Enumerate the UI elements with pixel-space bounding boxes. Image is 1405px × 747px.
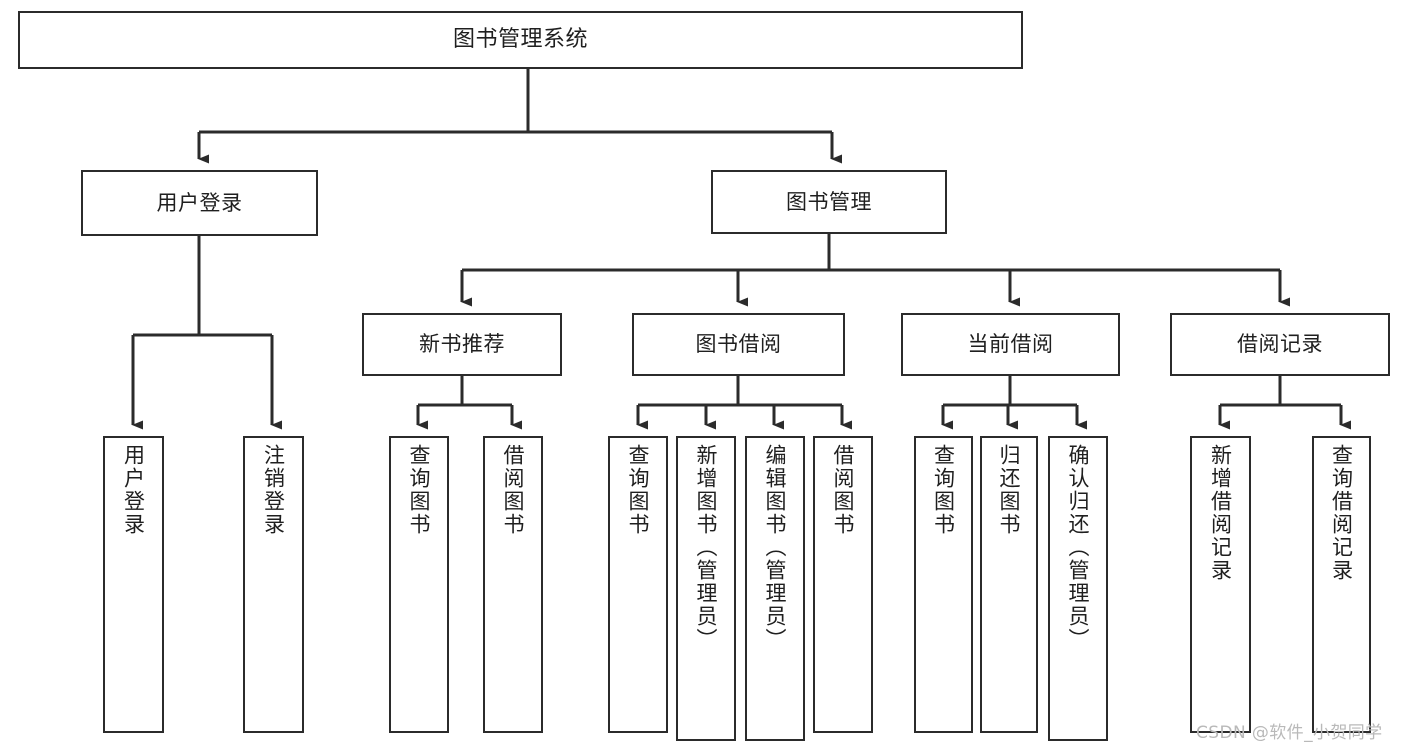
node-leaf-confirm-return-label: 确认归还（管理员） [1066, 444, 1091, 651]
node-leaf-query-book-1[interactable]: 查询图书 [389, 436, 449, 733]
node-leaf-query-book-3[interactable]: 查询图书 [914, 436, 973, 733]
node-leaf-query-book-2-label: 查询图书 [626, 444, 651, 536]
node-leaf-edit-book-label: 编辑图书（管理员） [763, 444, 788, 651]
node-book-manage-label: 图书管理 [786, 189, 872, 214]
node-leaf-add-record-label: 新增借阅记录 [1208, 444, 1233, 582]
node-leaf-query-record-label: 查询借阅记录 [1329, 444, 1354, 582]
node-leaf-return-book-label: 归还图书 [997, 444, 1022, 536]
node-root[interactable]: 图书管理系统 [18, 11, 1023, 69]
node-leaf-user-login-label: 用户登录 [121, 444, 146, 536]
node-leaf-user-logout[interactable]: 注销登录 [243, 436, 304, 733]
node-leaf-add-record[interactable]: 新增借阅记录 [1190, 436, 1251, 733]
node-new-book-recommend[interactable]: 新书推荐 [362, 313, 562, 376]
node-leaf-add-book-label: 新增图书（管理员） [694, 444, 719, 651]
node-current-borrow-label: 当前借阅 [967, 332, 1054, 357]
node-borrow-record[interactable]: 借阅记录 [1170, 313, 1390, 376]
node-leaf-query-book-2[interactable]: 查询图书 [608, 436, 668, 733]
node-user-login-label: 用户登录 [156, 190, 243, 215]
node-leaf-add-book[interactable]: 新增图书（管理员） [676, 436, 736, 741]
node-leaf-user-login[interactable]: 用户登录 [103, 436, 164, 733]
node-leaf-borrow-book-1[interactable]: 借阅图书 [483, 436, 543, 733]
node-book-borrow-label: 图书借阅 [695, 332, 782, 357]
node-book-borrow[interactable]: 图书借阅 [632, 313, 845, 376]
node-leaf-edit-book[interactable]: 编辑图书（管理员） [745, 436, 805, 741]
csdn-watermark: CSDN @软件_小贺同学 [1196, 723, 1383, 743]
node-new-book-recommend-label: 新书推荐 [419, 332, 505, 357]
node-leaf-return-book[interactable]: 归还图书 [980, 436, 1038, 733]
node-leaf-query-book-3-label: 查询图书 [931, 444, 956, 536]
node-leaf-borrow-book-2[interactable]: 借阅图书 [813, 436, 873, 733]
node-book-manage[interactable]: 图书管理 [711, 170, 947, 234]
node-leaf-query-book-1-label: 查询图书 [407, 444, 432, 536]
node-leaf-borrow-book-2-label: 借阅图书 [831, 444, 856, 536]
node-borrow-record-label: 借阅记录 [1237, 332, 1323, 357]
node-root-label: 图书管理系统 [452, 27, 588, 53]
node-current-borrow[interactable]: 当前借阅 [901, 313, 1120, 376]
node-user-login[interactable]: 用户登录 [81, 170, 318, 236]
node-leaf-confirm-return[interactable]: 确认归还（管理员） [1048, 436, 1108, 741]
node-leaf-query-record[interactable]: 查询借阅记录 [1312, 436, 1371, 733]
node-leaf-borrow-book-1-label: 借阅图书 [501, 444, 526, 536]
node-leaf-user-logout-label: 注销登录 [261, 444, 286, 536]
